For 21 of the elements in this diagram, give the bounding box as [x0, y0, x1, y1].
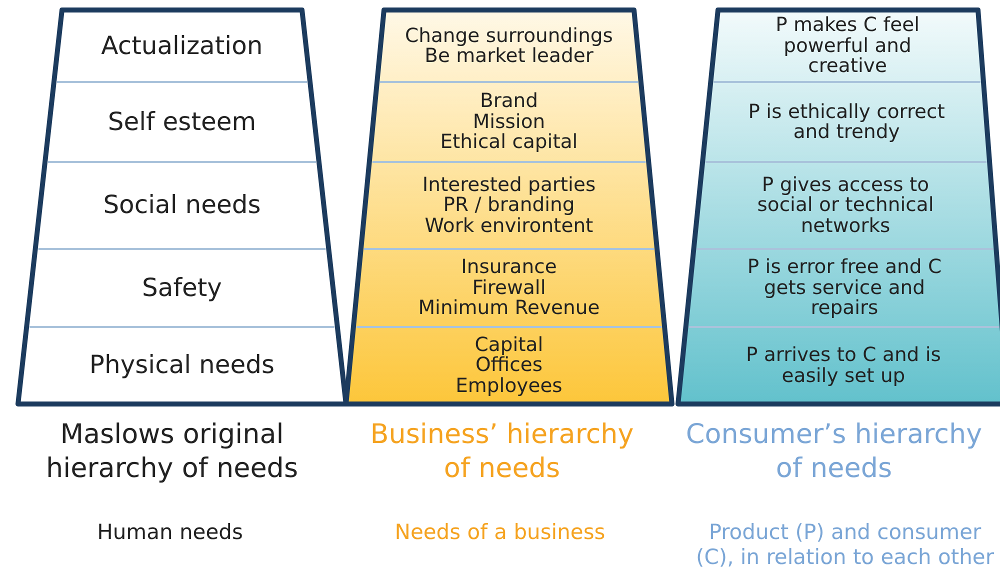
level-label: Capital Offices Employees: [360, 330, 658, 401]
level-label: Physical needs: [32, 330, 332, 401]
level-label: P makes C feel powerful and creative: [754, 13, 941, 79]
level-label: P is error free and C gets service and repairs: [730, 252, 960, 324]
level-label: Self esteem: [59, 85, 304, 159]
column-caption: Needs of a business: [394, 520, 606, 546]
level-label: Insurance Firewall Minimum Revenue: [367, 252, 651, 324]
level-label: P arrives to C and is easily set up: [722, 330, 966, 401]
column-caption: Human needs: [96, 520, 244, 546]
level-label: Actualization: [68, 13, 296, 79]
column-heading: Consumer’s hierarchy of needs: [684, 418, 984, 486]
level-label: Brand Mission Ethical capital: [383, 85, 635, 159]
column-heading: Maslows original hierarchy of needs: [44, 418, 300, 486]
column-caption: Product (P) and consumer (C), in relation to each other: [695, 520, 995, 570]
level-label: Social needs: [50, 165, 314, 246]
column-heading: Business’ hierarchy of needs: [369, 418, 635, 486]
level-label: Change surroundings Be market leader: [390, 13, 628, 79]
level-label: Safety: [40, 252, 324, 324]
level-label: P gives access to social or technical networks: [738, 165, 953, 246]
level-label: P is ethically correct and trendy: [746, 85, 947, 159]
level-label: Interested parties PR / branding Work environtent: [375, 165, 643, 246]
